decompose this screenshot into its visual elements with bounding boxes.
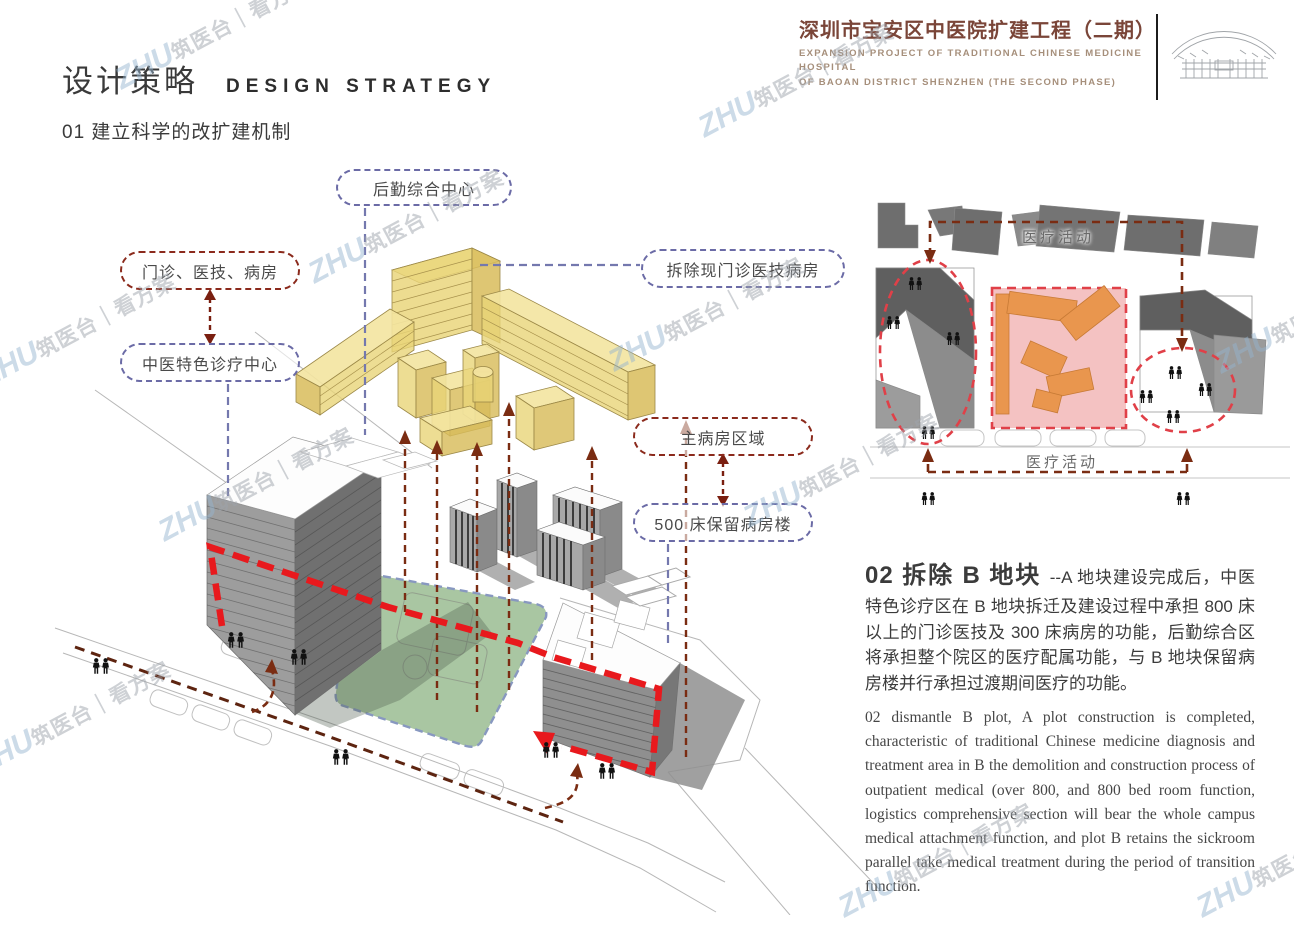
- tower-shadow: [296, 602, 492, 728]
- site-plan: [870, 202, 1290, 479]
- callout-retained-ward-label: 500 床保留病房楼: [654, 516, 792, 534]
- retained-ward-building: [542, 599, 745, 790]
- plan-circulation: [922, 220, 1193, 474]
- project-title: 深圳市宝安区中医院扩建工程（二期）: [799, 20, 1156, 42]
- callout-demolish-label: 拆除现门诊医技病房: [666, 262, 820, 280]
- block-02-heading: 02 拆除 B 地块: [865, 562, 1050, 589]
- text-block-02: 02 拆除 B 地块 --A 地块建设完成后，中医特色诊疗区在 B 地块拆迁及建…: [865, 558, 1255, 899]
- plan-activity-label-top: 医疗活动: [1022, 229, 1095, 246]
- header: 深圳市宝安区中医院扩建工程（二期） EXPANSION PROJECT OF T…: [799, 14, 1278, 100]
- hospital-logo-icon: [1171, 31, 1277, 79]
- project-subtitle-line2: OF BAOAN DISTRICT SHENZHEN (THE SECOND P…: [799, 76, 1117, 88]
- block-02-body-cn: --A 地块建设完成后，中医特色诊疗区在 B 地块拆迁及建设过程中承担 800 …: [865, 568, 1255, 693]
- callout-retained-ward: 500 床保留病房楼: [633, 503, 813, 542]
- plan-right-building: [1139, 289, 1267, 415]
- plan-activity-label-bottom: 医疗活动: [1026, 454, 1099, 471]
- outline-buildings: [610, 567, 692, 607]
- section-title-en: DESIGN STRATEGY: [226, 76, 497, 97]
- blue-connectors: [226, 208, 670, 645]
- callout-main-ward: 主病房区域: [633, 417, 813, 456]
- green-site-area: [296, 570, 548, 748]
- section-title-cn: 设计策略: [62, 64, 198, 99]
- block-02-body-en: 02 dismantle B plot, A plot construction…: [865, 709, 1255, 896]
- plan-left-building: [875, 267, 975, 429]
- project-subtitle-line1: EXPANSION PROJECT OF TRADITIONAL CHINESE…: [799, 48, 1143, 74]
- header-text: 深圳市宝安区中医院扩建工程（二期） EXPANSION PROJECT OF T…: [799, 14, 1156, 100]
- existing-tower: [206, 436, 439, 716]
- callout-tcm-center: 中医特色诊疗中心: [120, 343, 300, 382]
- proposed-yellow-buildings: [295, 247, 657, 457]
- project-subtitle: EXPANSION PROJECT OF TRADITIONAL CHINESE…: [799, 47, 1144, 90]
- callout-main-ward-label: 主病房区域: [680, 430, 766, 448]
- red-site-boundary: [205, 542, 663, 777]
- plan-roads: [870, 429, 1290, 479]
- plan-context-buildings: [877, 202, 1259, 259]
- section-heading: 设计策略 DESIGN STRATEGY 01 建立科学的改扩建机制: [62, 56, 496, 144]
- callout-logistics-label: 后勤综合中心: [372, 181, 475, 199]
- callout-outpatient-label: 门诊、医技、病房: [141, 264, 278, 282]
- callout-tcm-label: 中医特色诊疗中心: [141, 356, 278, 374]
- header-divider: [1156, 14, 1158, 100]
- callout-outpatient: 门诊、医技、病房: [120, 251, 300, 290]
- callout-demolish: 拆除现门诊医技病房: [641, 249, 845, 288]
- brown-arrows: [74, 289, 729, 824]
- residential-slabs: [449, 472, 660, 608]
- plan-ellipse-left: [878, 258, 978, 446]
- callout-logistics-center: 后勤综合中心: [336, 169, 512, 206]
- plan-plot-b: [990, 284, 1128, 430]
- plan-ellipse-right: [1129, 346, 1237, 434]
- block-02-cn: 02 拆除 B 地块 --A 地块建设完成后，中医特色诊疗区在 B 地块拆迁及建…: [865, 558, 1255, 696]
- section-item-01: 01 建立科学的改扩建机制: [62, 122, 292, 143]
